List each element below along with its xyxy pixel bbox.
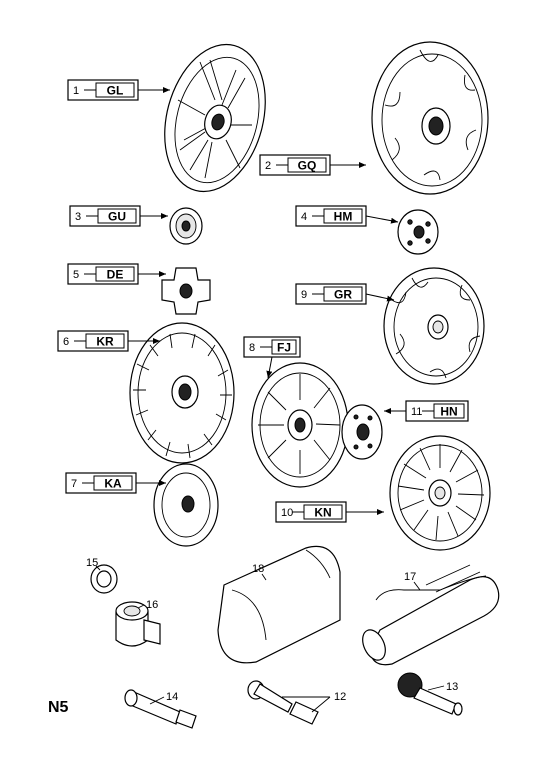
centre-cap-11 bbox=[341, 404, 383, 460]
callout-10: 10 KN bbox=[275, 501, 384, 523]
part-number: 12 bbox=[334, 691, 346, 703]
centre-cap-3 bbox=[169, 207, 203, 245]
callout-code: GL bbox=[107, 84, 124, 98]
wheel-trim-6 bbox=[129, 322, 235, 464]
leader-line bbox=[413, 581, 421, 591]
callout-number: 9 bbox=[301, 289, 307, 301]
wheel-trim-7 bbox=[153, 463, 219, 547]
callout-number: 11 bbox=[411, 406, 422, 418]
centre-cap-5 bbox=[161, 267, 211, 315]
part-label-17: 17 bbox=[404, 571, 421, 591]
callout-8: 8 FJ bbox=[243, 336, 301, 379]
washer-15 bbox=[90, 564, 118, 594]
callout-number: 4 bbox=[301, 211, 307, 223]
callout-number: 3 bbox=[75, 211, 81, 223]
callout-arrow bbox=[266, 356, 273, 379]
part-number: 15 bbox=[86, 557, 98, 569]
callout-code: KA bbox=[104, 477, 122, 491]
wheel-trim-10 bbox=[389, 435, 491, 551]
callout-code: KR bbox=[96, 335, 114, 349]
callout-number: 2 bbox=[265, 160, 271, 172]
callout-5: 5 DE bbox=[67, 263, 166, 285]
callout-code: KN bbox=[314, 506, 331, 520]
callout-number: 5 bbox=[73, 269, 79, 281]
callout-code: DE bbox=[107, 268, 124, 282]
callout-6: 6 KR bbox=[57, 330, 160, 352]
part-label-13: 13 bbox=[427, 681, 458, 693]
callout-code: GQ bbox=[298, 159, 317, 173]
callout-arrow bbox=[365, 215, 399, 224]
section-code: N5 bbox=[48, 699, 69, 716]
part-label-12: 12 bbox=[282, 691, 346, 713]
part-number: 18 bbox=[252, 563, 264, 575]
wheel-trim-8 bbox=[251, 362, 349, 488]
part-label-14: 14 bbox=[149, 691, 178, 705]
valve-13 bbox=[397, 672, 463, 716]
compressor-17 bbox=[362, 564, 500, 666]
part-number: 16 bbox=[146, 599, 158, 611]
callout-code: HM bbox=[334, 210, 353, 224]
part-label-18: 18 bbox=[252, 563, 267, 581]
leader-line bbox=[311, 696, 331, 713]
callout-3: 3 GU bbox=[69, 205, 168, 227]
callout-11: 11 HN bbox=[384, 400, 469, 422]
leader-line bbox=[95, 565, 101, 571]
callout-1: 1 GL bbox=[67, 79, 170, 101]
centre-cap-4 bbox=[397, 209, 439, 255]
wheel-trim-9 bbox=[383, 267, 485, 385]
part-label-16: 16 bbox=[137, 599, 158, 611]
callout-9: 9 GR bbox=[295, 283, 395, 305]
callout-code: GU bbox=[108, 210, 126, 224]
leader-line bbox=[427, 685, 445, 691]
part-label-15: 15 bbox=[86, 557, 101, 571]
callout-code: FJ bbox=[277, 341, 291, 355]
callout-arrow bbox=[365, 293, 395, 302]
callout-number: 10 bbox=[281, 507, 293, 519]
part-number: 14 bbox=[166, 691, 178, 703]
callout-number: 7 bbox=[71, 478, 77, 490]
leader-line bbox=[137, 604, 145, 609]
callout-code: HN bbox=[440, 405, 457, 419]
callout-number: 8 bbox=[249, 342, 255, 354]
wheel-trim-1 bbox=[164, 43, 266, 193]
bolt-14 bbox=[124, 689, 197, 729]
valve-12 bbox=[247, 680, 319, 725]
callout-number: 1 bbox=[73, 85, 79, 97]
callout-7: 7 KA bbox=[65, 472, 166, 494]
part-number: 17 bbox=[404, 571, 416, 583]
callout-4: 4 HM bbox=[295, 205, 399, 227]
callout-2: 2 GQ bbox=[259, 154, 366, 176]
part-number: 13 bbox=[446, 681, 458, 693]
leader-line bbox=[261, 573, 267, 581]
callout-code: GR bbox=[334, 288, 352, 302]
tool-bag-18 bbox=[217, 545, 341, 664]
wheel-trim-2 bbox=[371, 41, 489, 195]
leader-line bbox=[149, 696, 165, 705]
callout-number: 6 bbox=[63, 336, 69, 348]
